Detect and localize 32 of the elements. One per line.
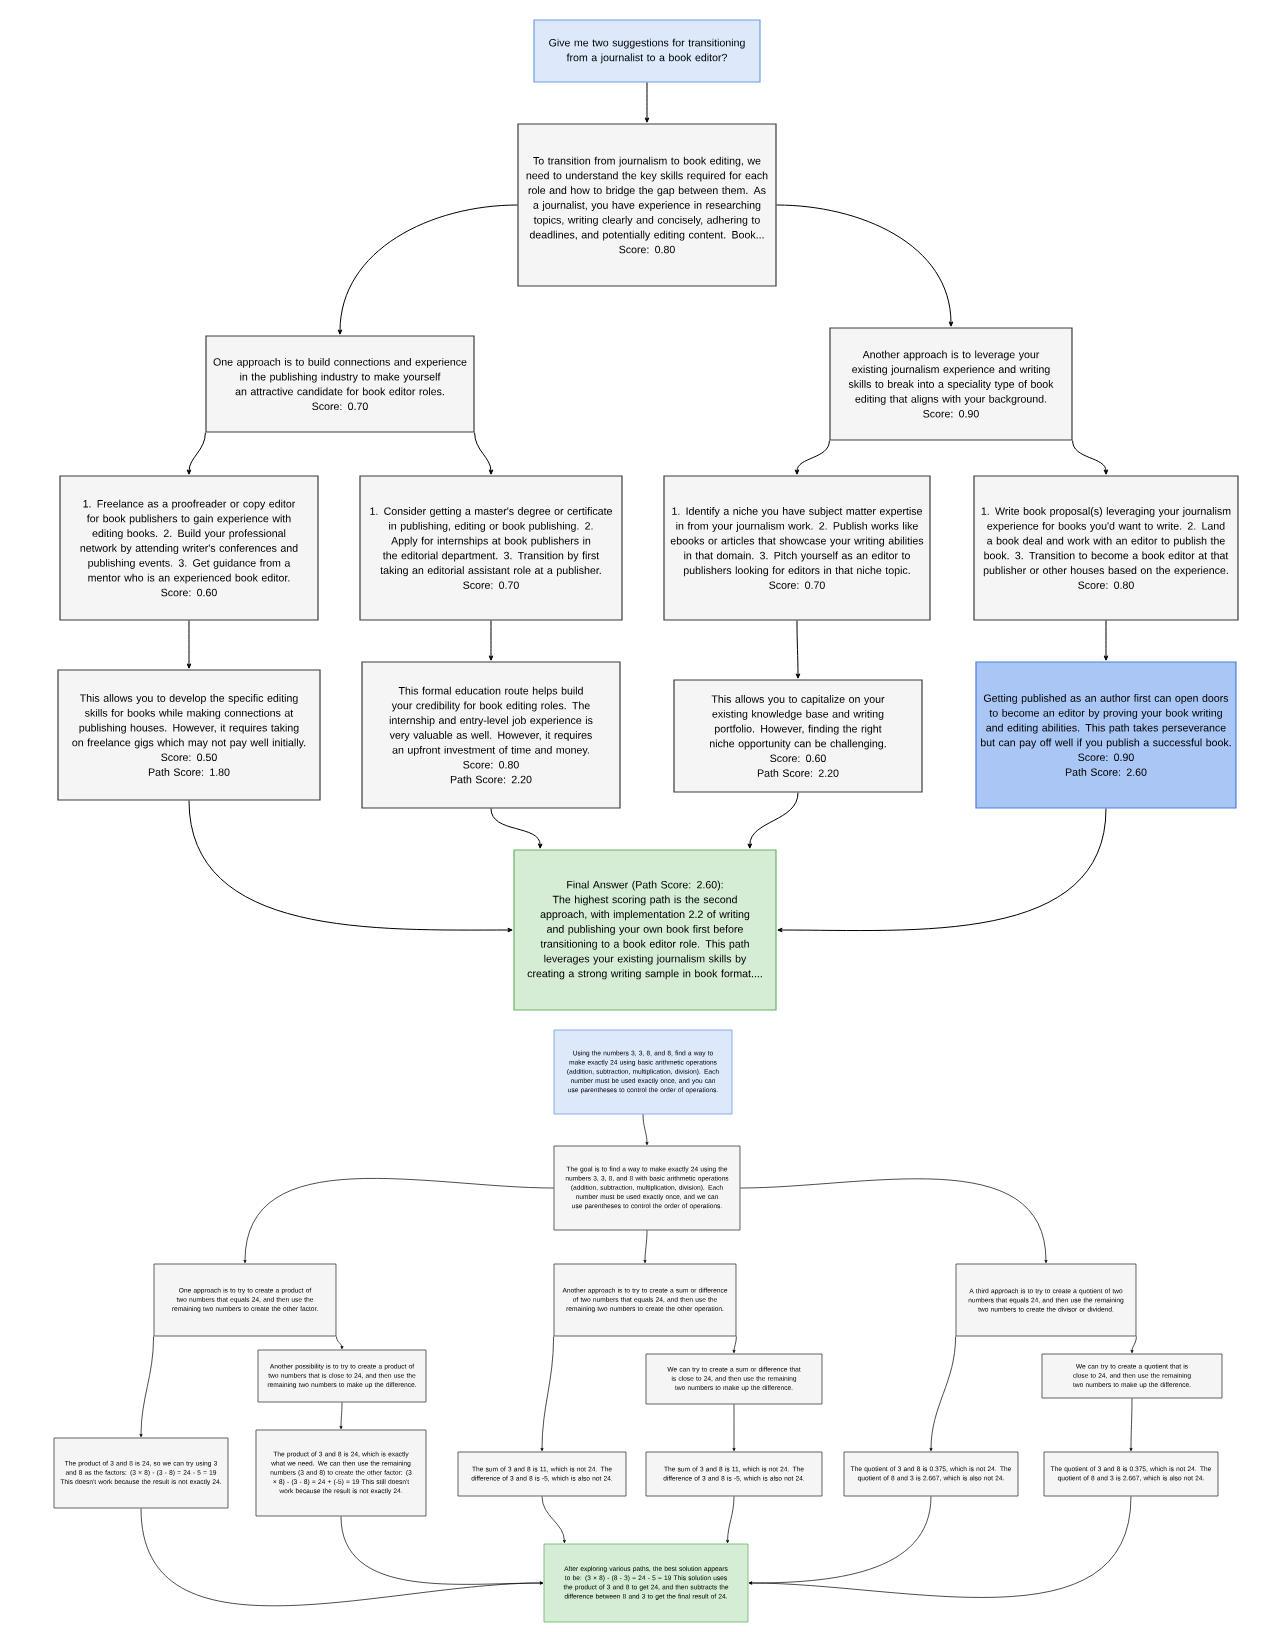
arrow (336, 1336, 344, 1350)
arrow (340, 1516, 544, 1585)
arrow (188, 800, 513, 933)
arrow (747, 792, 799, 849)
arrow (643, 1230, 648, 1264)
arrow (243, 1178, 554, 1264)
arrow (474, 432, 494, 475)
arrow (488, 620, 494, 661)
arrow (1129, 1398, 1133, 1452)
arrow (732, 1404, 736, 1452)
arrow (540, 1336, 554, 1452)
arrow (337, 204, 518, 335)
arrow (776, 204, 954, 327)
arrow (1103, 620, 1109, 661)
arrow (795, 620, 801, 679)
arrow (644, 82, 650, 123)
arrow (490, 808, 543, 849)
arrow (186, 432, 206, 475)
arrow (794, 440, 830, 475)
arrow (726, 1496, 735, 1544)
arrow (732, 1336, 737, 1354)
arrow (642, 1114, 649, 1146)
arrow (748, 1496, 1132, 1598)
arrow (541, 1496, 566, 1544)
arrow (740, 1178, 1048, 1264)
arrow (139, 1336, 154, 1438)
arrow (929, 1336, 956, 1452)
arrow (1072, 440, 1109, 475)
arrow (339, 1402, 343, 1430)
arrow (186, 620, 192, 669)
arrow (777, 808, 1107, 933)
arrow (1130, 1336, 1137, 1354)
